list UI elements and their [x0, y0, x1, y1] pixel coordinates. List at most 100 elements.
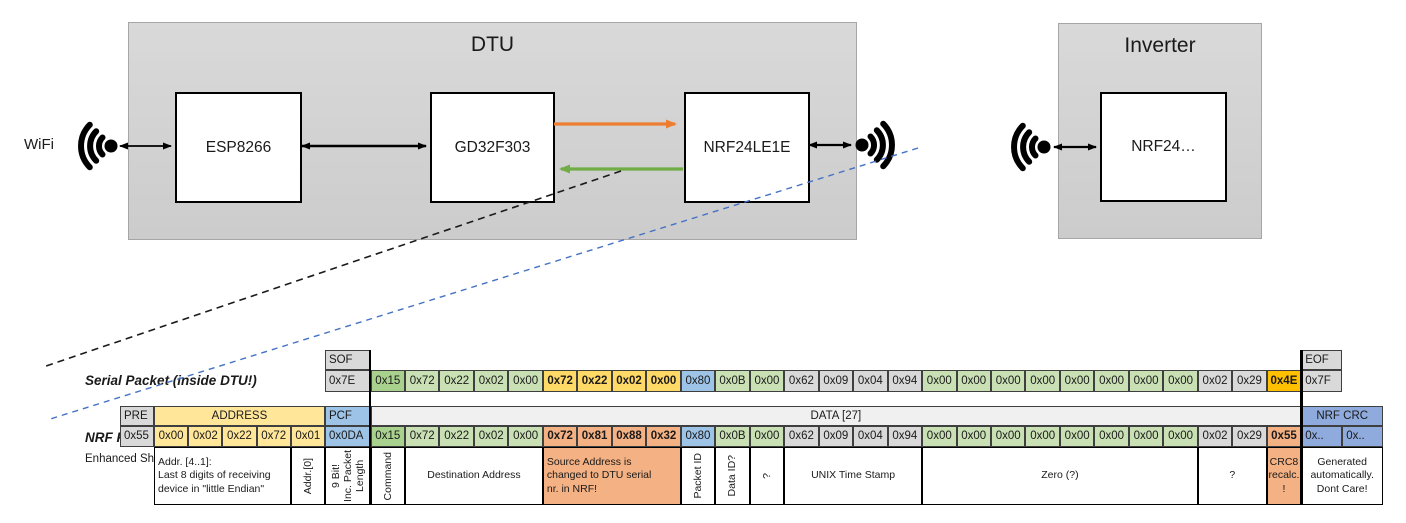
nrf-preamble-byte: 0x55	[120, 426, 154, 447]
serial-byte-cell: 0x00	[508, 370, 543, 392]
nrf-byte-cell: 0x00	[508, 426, 543, 447]
serial-byte-cell: 0x29	[1232, 370, 1267, 392]
annotation-question: ?	[1197, 447, 1267, 505]
chip-gd32f303: GD32F303	[430, 92, 555, 203]
serial-eof-byte: 0x7F	[1301, 370, 1343, 392]
nrf-byte-cell: 0x62	[784, 426, 819, 447]
nrf-pcf-byte: 0x0DA	[324, 426, 371, 447]
nrf-byte-cell: 0x32	[646, 426, 681, 447]
nrf-byte-cell: 0x00	[922, 426, 957, 447]
wifi-dot	[104, 139, 118, 153]
nrf-crc-byte: 0x..	[1301, 426, 1343, 447]
nrf-byte-cell: 0x88	[611, 426, 647, 447]
nrf-byte-cell: 0x00	[1094, 426, 1129, 447]
serial-byte-cell: 0x02	[611, 370, 647, 392]
nrf-byte-cell: 0x81	[577, 426, 612, 447]
annotation-command: Command	[370, 447, 405, 505]
serial-byte-cell: 0x00	[956, 370, 991, 392]
nrf-byte-cell: 0x00	[956, 426, 991, 447]
nrf-pre-header: PRE	[120, 406, 154, 426]
nrf-byte-cell: 0x72	[542, 426, 578, 447]
serial-byte-cell: 0x00	[922, 370, 957, 392]
nrf-byte-cell: 0x15	[370, 426, 405, 447]
serial-byte-cell: 0x04	[853, 370, 888, 392]
inverter-title: Inverter	[1124, 34, 1196, 57]
nrf-byte-cell: 0x00	[1163, 426, 1198, 447]
annotation-packet-id: Packet ID	[680, 447, 716, 505]
serial-byte-cell: 0x72	[542, 370, 578, 392]
nrf-byte-cell: 0x00	[154, 426, 189, 447]
serial-byte-cell: 0x22	[577, 370, 612, 392]
annotation-crc8: CRC8 recalc. !	[1266, 447, 1302, 505]
serial-byte-cell: 0x02	[473, 370, 509, 392]
data-start-divider	[368, 350, 371, 505]
annotation-pcf: 9 Bit! Inc. Packet Length	[324, 447, 371, 505]
nrf-crc-header: NRF CRC	[1301, 406, 1384, 426]
wifi-label: WiFi	[24, 136, 54, 153]
nrf-byte-cell: 0x29	[1232, 426, 1267, 447]
nrf-data-header: DATA [27]	[370, 406, 1302, 426]
wifi-dot	[855, 138, 869, 152]
nrf-byte-cell: 0x00	[1128, 426, 1164, 447]
data-end-divider	[1300, 350, 1303, 505]
nrf-byte-cell: 0x00	[749, 426, 785, 447]
wifi-dot	[1037, 140, 1051, 154]
annotation-zero: Zero (?)	[922, 447, 1198, 505]
dtu-title: DTU	[470, 33, 515, 56]
nrf-byte-cell: 0x02	[188, 426, 223, 447]
serial-byte-cell: 0x00	[749, 370, 785, 392]
annotation-addr-0: Addr.[0]	[290, 447, 325, 505]
serial-eof-header: EOF	[1301, 350, 1343, 370]
chip-nrf24le1e: NRF24LE1E	[684, 92, 810, 203]
annotation-addr-4-1: Addr. [4..1]: Last 8 digits of receiving…	[154, 447, 291, 505]
nrf-byte-cell: 0x80	[680, 426, 716, 447]
annotation-source-address: Source Address is changed to DTU serial …	[542, 447, 681, 505]
nrf-byte-cell: 0x02	[1197, 426, 1233, 447]
annotation-data-id: Data ID?	[715, 447, 750, 505]
serial-byte-cell: 0x02	[1197, 370, 1233, 392]
nrf-byte-cell: 0x04	[853, 426, 888, 447]
nrf-byte-cell: 0x22	[439, 426, 474, 447]
annotation-destination-address: Destination Address	[405, 447, 543, 505]
serial-byte-cell: 0x0B	[715, 370, 750, 392]
serial-byte-cell: 0x00	[1025, 370, 1060, 392]
serial-byte-cell: 0x00	[1163, 370, 1198, 392]
nrf-byte-cell: 0x00	[1059, 426, 1095, 447]
chip-esp8266: ESP8266	[175, 92, 302, 203]
inverter-container: Inverter	[1058, 23, 1262, 239]
nrf-byte-cell: 0x72	[405, 426, 440, 447]
nrf-byte-cell: 0x55	[1266, 426, 1302, 447]
nrf-byte-cell: 0x00	[1025, 426, 1060, 447]
nrf-byte-cell: 0x0B	[715, 426, 750, 447]
serial-byte-cell: 0x00	[1094, 370, 1129, 392]
wifi-icon-dtu-left	[78, 121, 118, 171]
nrf-byte-cell: 0x00	[990, 426, 1026, 447]
nrf-address-header: ADDRESS	[154, 406, 325, 426]
serial-byte-cell: 0x4E	[1266, 370, 1302, 392]
wifi-icon-inverter	[1011, 122, 1051, 172]
chip-nrf24-inverter: NRF24…	[1100, 92, 1227, 202]
serial-byte-cell: 0x09	[818, 370, 854, 392]
serial-sof-byte: 0x7E	[324, 370, 371, 392]
annotation-question: ?	[749, 447, 785, 505]
annotation-nrf-crc: Generated automatically. Dont Care!	[1301, 447, 1384, 505]
serial-byte-cell: 0x00	[646, 370, 681, 392]
nrf-byte-cell: 0x02	[473, 426, 509, 447]
serial-byte-cell: 0x80	[680, 370, 716, 392]
serial-byte-cell: 0x22	[439, 370, 474, 392]
nrf-byte-cell: 0x22	[222, 426, 257, 447]
nrf-byte-cell: 0x72	[256, 426, 291, 447]
serial-byte-cell: 0x94	[887, 370, 923, 392]
serial-byte-cell: 0x00	[990, 370, 1026, 392]
serial-byte-cell: 0x15	[370, 370, 405, 392]
nrf-byte-cell: 0x09	[818, 426, 854, 447]
serial-byte-cell: 0x00	[1059, 370, 1095, 392]
nrf-byte-cell: 0x94	[887, 426, 923, 447]
wifi-icon-dtu-right	[855, 120, 895, 170]
serial-byte-cell: 0x72	[405, 370, 440, 392]
annotation-unix-timestamp: UNIX Time Stamp	[784, 447, 923, 505]
serial-byte-cell: 0x62	[784, 370, 819, 392]
nrf-crc-byte: 0x..	[1342, 426, 1384, 447]
nrf-byte-cell: 0x01	[290, 426, 325, 447]
